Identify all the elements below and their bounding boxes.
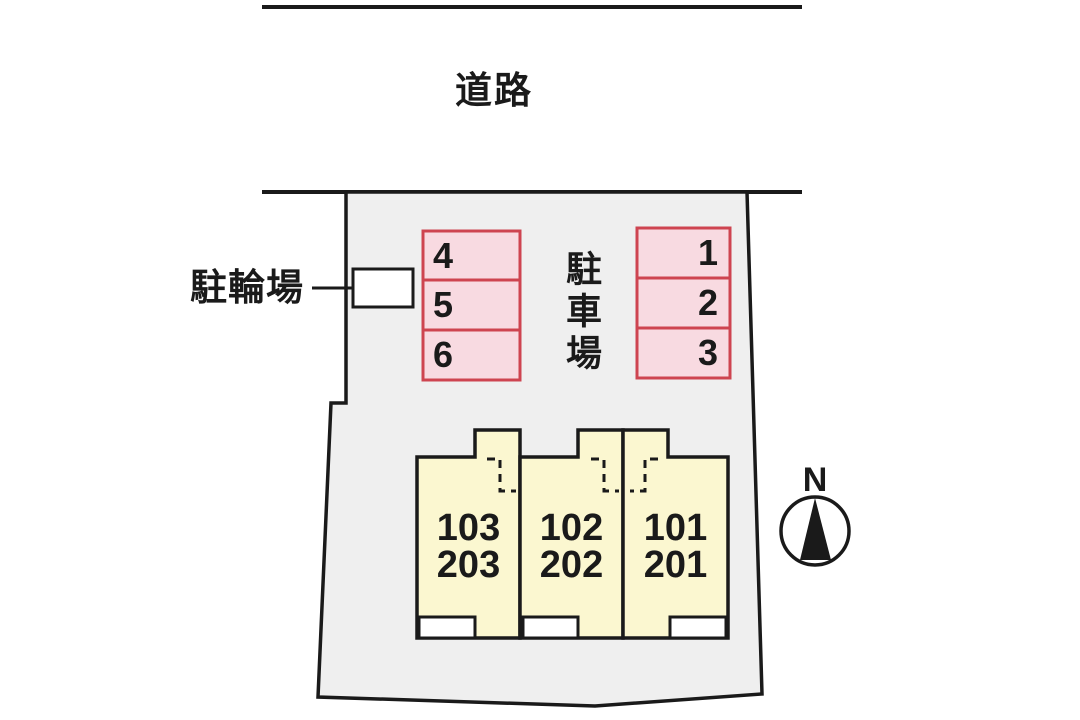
bicycle-parking-label: 駐輪場 bbox=[190, 267, 304, 308]
unit-103-entry-dashed-outline bbox=[487, 457, 516, 493]
unit-number-1f: 102 bbox=[539, 507, 604, 549]
unit-number-2f: 201 bbox=[643, 544, 708, 586]
stall-number-5: 5 bbox=[433, 284, 454, 325]
stall-number-3: 3 bbox=[697, 332, 718, 373]
parking-stall-box-3 bbox=[635, 326, 732, 380]
unit-number-1f: 103 bbox=[436, 507, 501, 549]
unit-101-201-outline bbox=[621, 428, 730, 640]
unit-102-entry-dashed-outline bbox=[591, 457, 619, 493]
unit-101-entrance-notch bbox=[668, 615, 728, 640]
unit-number-1f: 101 bbox=[643, 507, 708, 549]
parking-stall-box-2 bbox=[635, 276, 732, 330]
unit-label-103-203: 103 203 bbox=[417, 507, 520, 586]
north-label: N bbox=[802, 461, 828, 499]
road-label: 道路 bbox=[455, 70, 533, 111]
car-parking-label: 駐車場 bbox=[561, 250, 602, 376]
unit-label-101-201: 101 201 bbox=[623, 507, 728, 586]
unit-102-entrance-notch bbox=[521, 615, 580, 640]
parking-stall-box-4 bbox=[421, 229, 522, 282]
north-compass-needle-icon bbox=[800, 498, 831, 560]
parking-stall-box-1 bbox=[635, 226, 732, 280]
unit-103-entrance-notch bbox=[417, 615, 477, 640]
unit-101-entry-dashed-outline bbox=[630, 457, 658, 493]
stall-number-2: 2 bbox=[697, 282, 718, 323]
unit-103-203-outline bbox=[415, 428, 522, 640]
parking-stall-box-5 bbox=[421, 278, 522, 332]
stall-number-1: 1 bbox=[697, 232, 718, 273]
unit-number-2f: 202 bbox=[539, 544, 604, 586]
stall-number-4: 4 bbox=[433, 235, 454, 276]
bicycle-parking-area bbox=[351, 267, 415, 309]
stall-number-6: 6 bbox=[433, 334, 454, 375]
unit-number-2f: 203 bbox=[436, 544, 501, 586]
unit-label-102-202: 102 202 bbox=[520, 507, 623, 586]
parking-stall-box-6 bbox=[421, 328, 522, 382]
